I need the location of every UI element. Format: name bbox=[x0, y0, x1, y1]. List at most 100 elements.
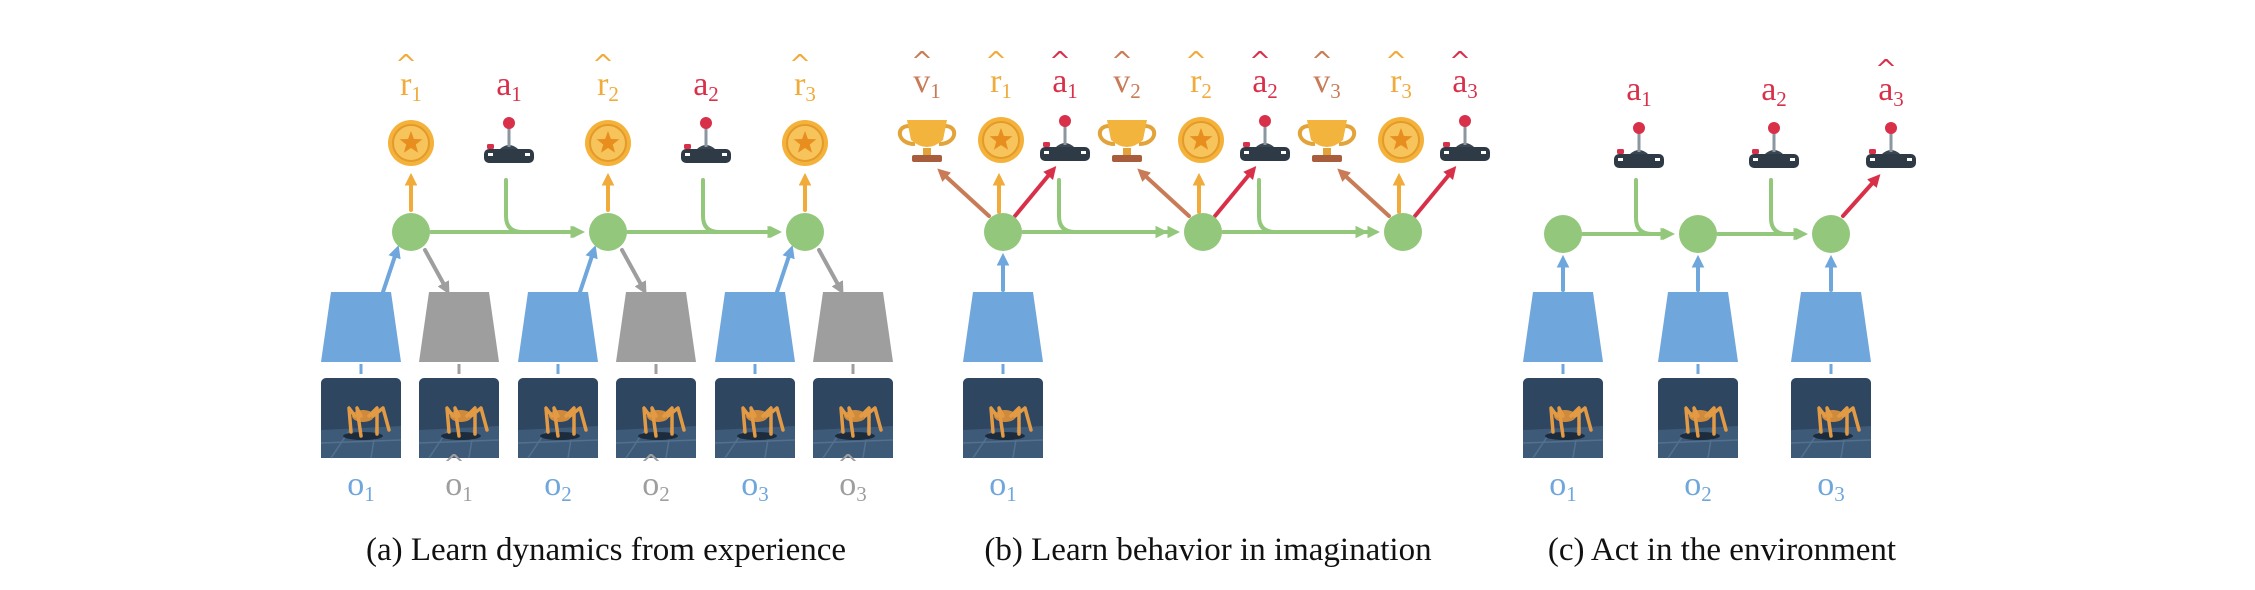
panel-a-action-input-arrow-1 bbox=[504, 178, 584, 239]
panel-c-action-input-arrow-1 bbox=[1634, 178, 1674, 241]
panel-a-encode-arrow-3 bbox=[775, 245, 795, 294]
panel-b-reward-label-2: r2 bbox=[1190, 63, 1212, 103]
panel-a-joystick-icon-1 bbox=[484, 117, 534, 163]
panel-a-decode-arrow-1 bbox=[423, 248, 450, 295]
panel-a-obs-image-1 bbox=[320, 378, 402, 459]
panel-c-obs-label-1: o1 bbox=[1549, 466, 1577, 506]
panel-c-obs-image-1 bbox=[1522, 378, 1604, 459]
panel-a-star-medal-icon-2 bbox=[585, 120, 631, 166]
panel-b-action-label-3: a3 bbox=[1452, 63, 1478, 103]
panel-b-state-node-2 bbox=[1184, 213, 1222, 251]
panel-c-action-label-2: a2 bbox=[1761, 71, 1787, 111]
panel-a-encoder-1 bbox=[321, 292, 401, 362]
panel-c-encoder-3 bbox=[1791, 292, 1871, 362]
panel-a-state-node-3 bbox=[786, 213, 824, 251]
panel-a-encoder-2 bbox=[518, 292, 598, 362]
panel-b-reward-label-1-hat: ^ bbox=[985, 47, 1007, 77]
panel-a-decoder-1 bbox=[419, 292, 499, 362]
panel-a-caption: (a) Learn dynamics from experience bbox=[366, 532, 846, 568]
panel-a-recon-label-3: o3 bbox=[839, 466, 867, 506]
panel-b-joystick-icon-3 bbox=[1440, 115, 1490, 161]
panel-b-action-arrow-3 bbox=[1413, 166, 1457, 218]
panel-c-obs-label-2: o2 bbox=[1684, 466, 1712, 506]
panel-a-action-label-2: a2 bbox=[693, 66, 719, 106]
panel-b-action-label-2-hat: ^ bbox=[1249, 47, 1271, 77]
panel-a-decode-arrow-2 bbox=[620, 248, 647, 295]
panel-b-state-node-3 bbox=[1384, 213, 1422, 251]
panel-a-recon-image-2 bbox=[615, 378, 697, 459]
panel-b-trophy-icon-2 bbox=[1098, 120, 1156, 162]
panel-b-action-input-arrow-2 bbox=[1257, 178, 1369, 239]
panel-a-star-medal-icon-1 bbox=[388, 120, 434, 166]
panel-b-reward-label-2-hat: ^ bbox=[1185, 47, 1207, 77]
panel-b-trophy-icon-1 bbox=[898, 120, 956, 162]
panel-a-decoder-3 bbox=[813, 292, 893, 362]
panel-b-action-label-2: a2 bbox=[1252, 63, 1278, 103]
panel-a-encode-arrow-1 bbox=[381, 245, 401, 294]
panel-b-action-arrow-2 bbox=[1213, 166, 1257, 218]
panel-a-reward-label-2-hat: ^ bbox=[592, 50, 614, 80]
panel-c-obs-image-3 bbox=[1790, 378, 1872, 459]
panel-a-action-label-1: a1 bbox=[496, 66, 522, 106]
panel-a-recon-image-1 bbox=[418, 378, 500, 459]
panel-b-star-medal-icon-1 bbox=[978, 117, 1024, 163]
panel-c-obs-label-3: o3 bbox=[1817, 466, 1845, 506]
panel-b-value-label-3-hat: ^ bbox=[1311, 47, 1333, 77]
panel-b-joystick-icon-1 bbox=[1040, 115, 1090, 161]
panel-c-state-node-1 bbox=[1544, 215, 1582, 253]
panel-a-reward-label-1-hat: ^ bbox=[395, 50, 417, 80]
panel-b-action-label-1: a1 bbox=[1052, 63, 1078, 103]
panel-c-obs-image-2 bbox=[1657, 378, 1739, 459]
panel-b-action-input-arrow-1 bbox=[1057, 178, 1169, 239]
panel-a-action-input-arrow-2 bbox=[701, 178, 781, 239]
panel-b-action-label-3-hat: ^ bbox=[1449, 47, 1471, 77]
panel-c-encoder-1 bbox=[1523, 292, 1603, 362]
panel-b-joystick-icon-2 bbox=[1240, 115, 1290, 161]
panel-b-value-label-2: v2 bbox=[1113, 63, 1141, 103]
panel-a-obs-label-2: o2 bbox=[544, 466, 572, 506]
panel-b-value-label-1: v1 bbox=[913, 63, 941, 103]
panel-b-value-arrow-3 bbox=[1337, 168, 1391, 218]
panel-c-policy-arrow bbox=[1841, 174, 1881, 218]
panel-b-star-medal-icon-2 bbox=[1178, 117, 1224, 163]
panel-b-value-label-1-hat: ^ bbox=[911, 47, 933, 77]
panel-b-reward-label-3: r3 bbox=[1390, 63, 1412, 103]
panel-c-joystick-icon-3 bbox=[1866, 122, 1916, 168]
panel-a-reward-label-1: r1 bbox=[400, 66, 422, 106]
panel-a-star-medal-icon-3 bbox=[782, 120, 828, 166]
panel-a-obs-image-2 bbox=[517, 378, 599, 459]
panel-c-state-node-3 bbox=[1812, 215, 1850, 253]
panel-b-trophy-icon-3 bbox=[1298, 120, 1356, 162]
panel-c-joystick-icon-2 bbox=[1749, 122, 1799, 168]
panel-a-reward-label-2: r2 bbox=[597, 66, 619, 106]
panel-a-recon-label-2: o2 bbox=[642, 466, 670, 506]
panel-b-encoder bbox=[963, 292, 1043, 362]
panel-c-action-input-arrow-2 bbox=[1769, 178, 1807, 241]
panel-b-obs-image bbox=[962, 378, 1044, 459]
panel-c-state-node-2 bbox=[1679, 215, 1717, 253]
panel-a-decoder-2 bbox=[616, 292, 696, 362]
panel-b-obs-label: o1 bbox=[989, 466, 1017, 506]
panel-b-value-arrow-1 bbox=[937, 168, 991, 218]
panel-a-encoder-3 bbox=[715, 292, 795, 362]
panel-c-encoder-2 bbox=[1658, 292, 1738, 362]
panel-b-reward-label-3-hat: ^ bbox=[1385, 47, 1407, 77]
panel-a-encode-arrow-2 bbox=[578, 245, 598, 294]
panel-a-obs-label-3: o3 bbox=[741, 466, 769, 506]
panel-a-state-node-2 bbox=[589, 213, 627, 251]
panel-a-recon-label-1-hat: ^ bbox=[443, 450, 465, 480]
panel-b-action-arrow-1 bbox=[1013, 166, 1057, 218]
panel-c-action-label-3-hat: ^ bbox=[1875, 55, 1897, 85]
panel-a-recon-image-3 bbox=[812, 378, 894, 459]
panel-b-action-label-1-hat: ^ bbox=[1049, 47, 1071, 77]
panel-c-action-label-3: a3 bbox=[1878, 71, 1904, 111]
panel-b-reward-label-1: r1 bbox=[990, 63, 1012, 103]
panel-a-joystick-icon-2 bbox=[681, 117, 731, 163]
panel-b-star-medal-icon-3 bbox=[1378, 117, 1424, 163]
panel-a-state-node-1 bbox=[392, 213, 430, 251]
panel-b-caption: (b) Learn behavior in imagination bbox=[984, 532, 1431, 568]
panel-b-value-label-3: v3 bbox=[1313, 63, 1341, 103]
panel-c-caption: (c) Act in the environment bbox=[1548, 532, 1896, 568]
